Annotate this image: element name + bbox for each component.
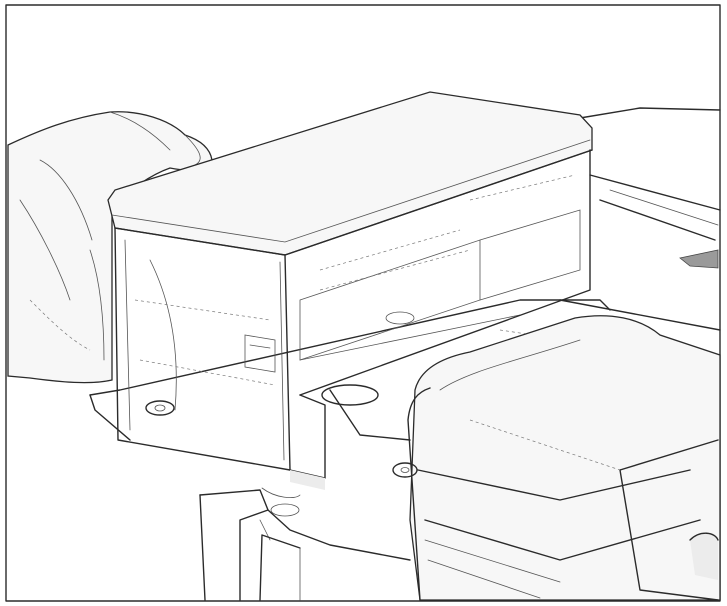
cassette-box (107, 91, 593, 517)
machine-module-right (392, 315, 721, 601)
hand (7, 111, 213, 384)
cassette-front (114, 227, 291, 471)
tray-base (89, 299, 611, 441)
cassette-lid (107, 91, 593, 256)
border (5, 4, 721, 602)
machine-housing-left (199, 489, 411, 601)
